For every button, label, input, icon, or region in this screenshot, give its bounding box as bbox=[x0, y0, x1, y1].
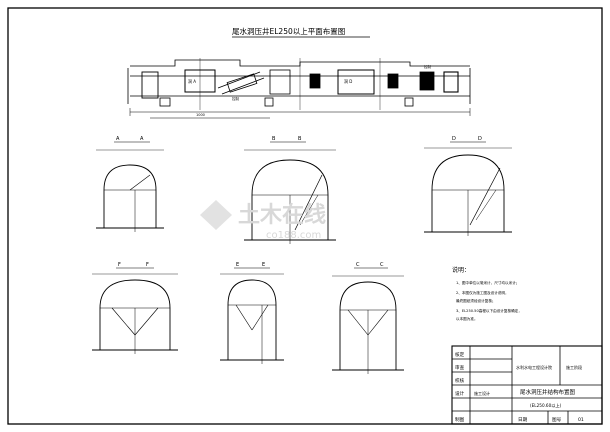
section-f: F F bbox=[92, 262, 178, 354]
title-designer: 施工设计 bbox=[474, 390, 490, 396]
plan-tag-left: 洞 A bbox=[188, 78, 196, 84]
title-row-2: 审查 bbox=[455, 364, 465, 371]
section-e: E E bbox=[220, 262, 284, 364]
title-date-label: 日期 bbox=[518, 417, 528, 423]
section-c-label-left: C bbox=[356, 262, 360, 268]
title-org: 水利水电工程设计院 bbox=[516, 364, 552, 370]
watermark-logo-icon bbox=[200, 200, 232, 230]
section-b: B B bbox=[244, 136, 336, 244]
notes-item-3: 最终图纸须经设计复核； bbox=[456, 298, 496, 303]
section-f-label-right: F bbox=[146, 262, 149, 268]
title-drawing-1: 尾水洞压井结构布置图 bbox=[520, 388, 576, 396]
watermark-sub: co188.com bbox=[266, 230, 321, 241]
watermark: 土木在线 co188.com bbox=[200, 200, 326, 241]
title-block bbox=[451, 345, 603, 425]
section-d-label-right: D bbox=[478, 136, 482, 142]
section-d: D D bbox=[424, 136, 512, 236]
section-c: C C bbox=[332, 262, 404, 374]
notes-item-1: 1、图中单位以毫米计，尺寸均以米计； bbox=[456, 280, 519, 285]
section-d-label-left: D bbox=[452, 136, 456, 142]
section-e-label-right: E bbox=[262, 262, 265, 268]
title-row-5: 制图 bbox=[455, 416, 465, 423]
section-f-label-left: F bbox=[118, 262, 121, 268]
watermark-main: 土木在线 bbox=[238, 202, 326, 228]
plan-tag-right: 控制 bbox=[424, 64, 432, 69]
sheet-frame bbox=[7, 7, 603, 425]
title-sheet-label: 图号 bbox=[552, 417, 562, 423]
plan-dim: 1000 bbox=[196, 113, 205, 117]
plan-tag-mid-2: 洞 D bbox=[344, 78, 352, 84]
plan-view bbox=[127, 58, 471, 119]
notes-block: 说明： 1、图中单位以毫米计，尺寸均以米计； 2、本图仅为施工图及设计说明， 最… bbox=[452, 266, 522, 321]
title-row-3: 校核 bbox=[455, 377, 465, 384]
title-drawing-2: (EL250.60以上) bbox=[530, 402, 562, 408]
section-a: A A bbox=[96, 136, 164, 232]
drawing-title: 尾水洞压井EL250以上平面布置图 bbox=[232, 26, 345, 36]
section-a-label-right: A bbox=[140, 136, 144, 142]
notes-heading: 说明： bbox=[452, 266, 470, 274]
notes-item-5: 以本图为准。 bbox=[456, 316, 478, 321]
title-row-4: 设计 bbox=[455, 390, 465, 397]
notes-item-4: 3、EL250.50高程以下由设计复核确定， bbox=[456, 308, 522, 313]
section-a-label-left: A bbox=[116, 136, 120, 142]
plan-tag-mid-1: 控制 bbox=[232, 96, 239, 101]
title-sheet-no: 01 bbox=[578, 417, 584, 423]
title-row-1: 核定 bbox=[455, 351, 465, 358]
section-b-label-right: B bbox=[298, 136, 302, 142]
section-c-label-right: C bbox=[380, 262, 384, 268]
title-phase: 施工阶段 bbox=[566, 364, 582, 370]
section-b-label-left: B bbox=[272, 136, 276, 142]
notes-item-2: 2、本图仅为施工图及设计说明， bbox=[456, 290, 509, 295]
section-e-label-left: E bbox=[236, 262, 239, 268]
